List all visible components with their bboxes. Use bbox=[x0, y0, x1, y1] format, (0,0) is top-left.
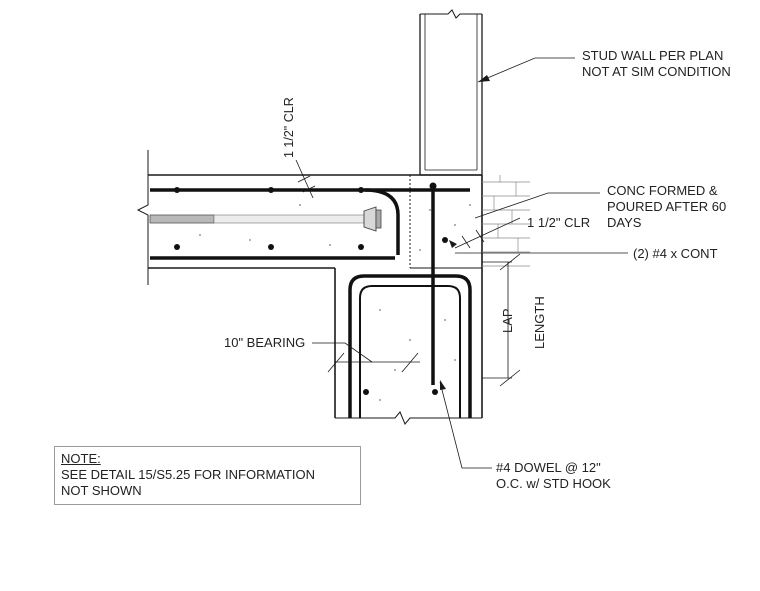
label-clear-top: 1 1/2" CLR bbox=[282, 97, 296, 158]
concrete-wall bbox=[334, 190, 483, 425]
label-conc-formed-3: DAYS bbox=[607, 215, 642, 230]
label-stud-wall-1: STUD WALL PER PLAN bbox=[582, 48, 723, 63]
label-stud-wall-2: NOT AT SIM CONDITION bbox=[582, 64, 731, 79]
note-title: NOTE: bbox=[61, 451, 101, 466]
label-length: LENGTH bbox=[532, 296, 547, 349]
wall-bar-dots bbox=[363, 182, 448, 395]
label-dowel-1: #4 DOWEL @ 12" bbox=[496, 460, 601, 475]
label-bearing: 10" BEARING bbox=[224, 335, 305, 350]
label-conc-formed-1: CONC FORMED & bbox=[607, 183, 718, 198]
upper-slab bbox=[136, 150, 482, 285]
label-conc-formed-2: POURED AFTER 60 bbox=[607, 199, 726, 214]
concrete-hatch bbox=[199, 204, 471, 401]
label-bars-cont: (2) #4 x CONT bbox=[633, 246, 718, 261]
note-box: NOTE: SEE DETAIL 15/S5.25 FOR INFORMATIO… bbox=[54, 446, 361, 505]
label-dowel-2: O.C. w/ STD HOOK bbox=[496, 476, 611, 491]
leaders bbox=[295, 57, 628, 469]
stud-wall bbox=[419, 9, 483, 176]
labels: STUD WALL PER PLAN NOT AT SIM CONDITION … bbox=[224, 48, 731, 491]
slab-bar-dots bbox=[174, 187, 364, 250]
note-line-1: SEE DETAIL 15/S5.25 FOR INFORMATION bbox=[61, 467, 316, 482]
label-clear-right: 1 1/2" CLR bbox=[527, 215, 590, 230]
label-lap: LAP bbox=[500, 308, 515, 333]
note-line-2: NOT SHOWN bbox=[61, 483, 142, 498]
